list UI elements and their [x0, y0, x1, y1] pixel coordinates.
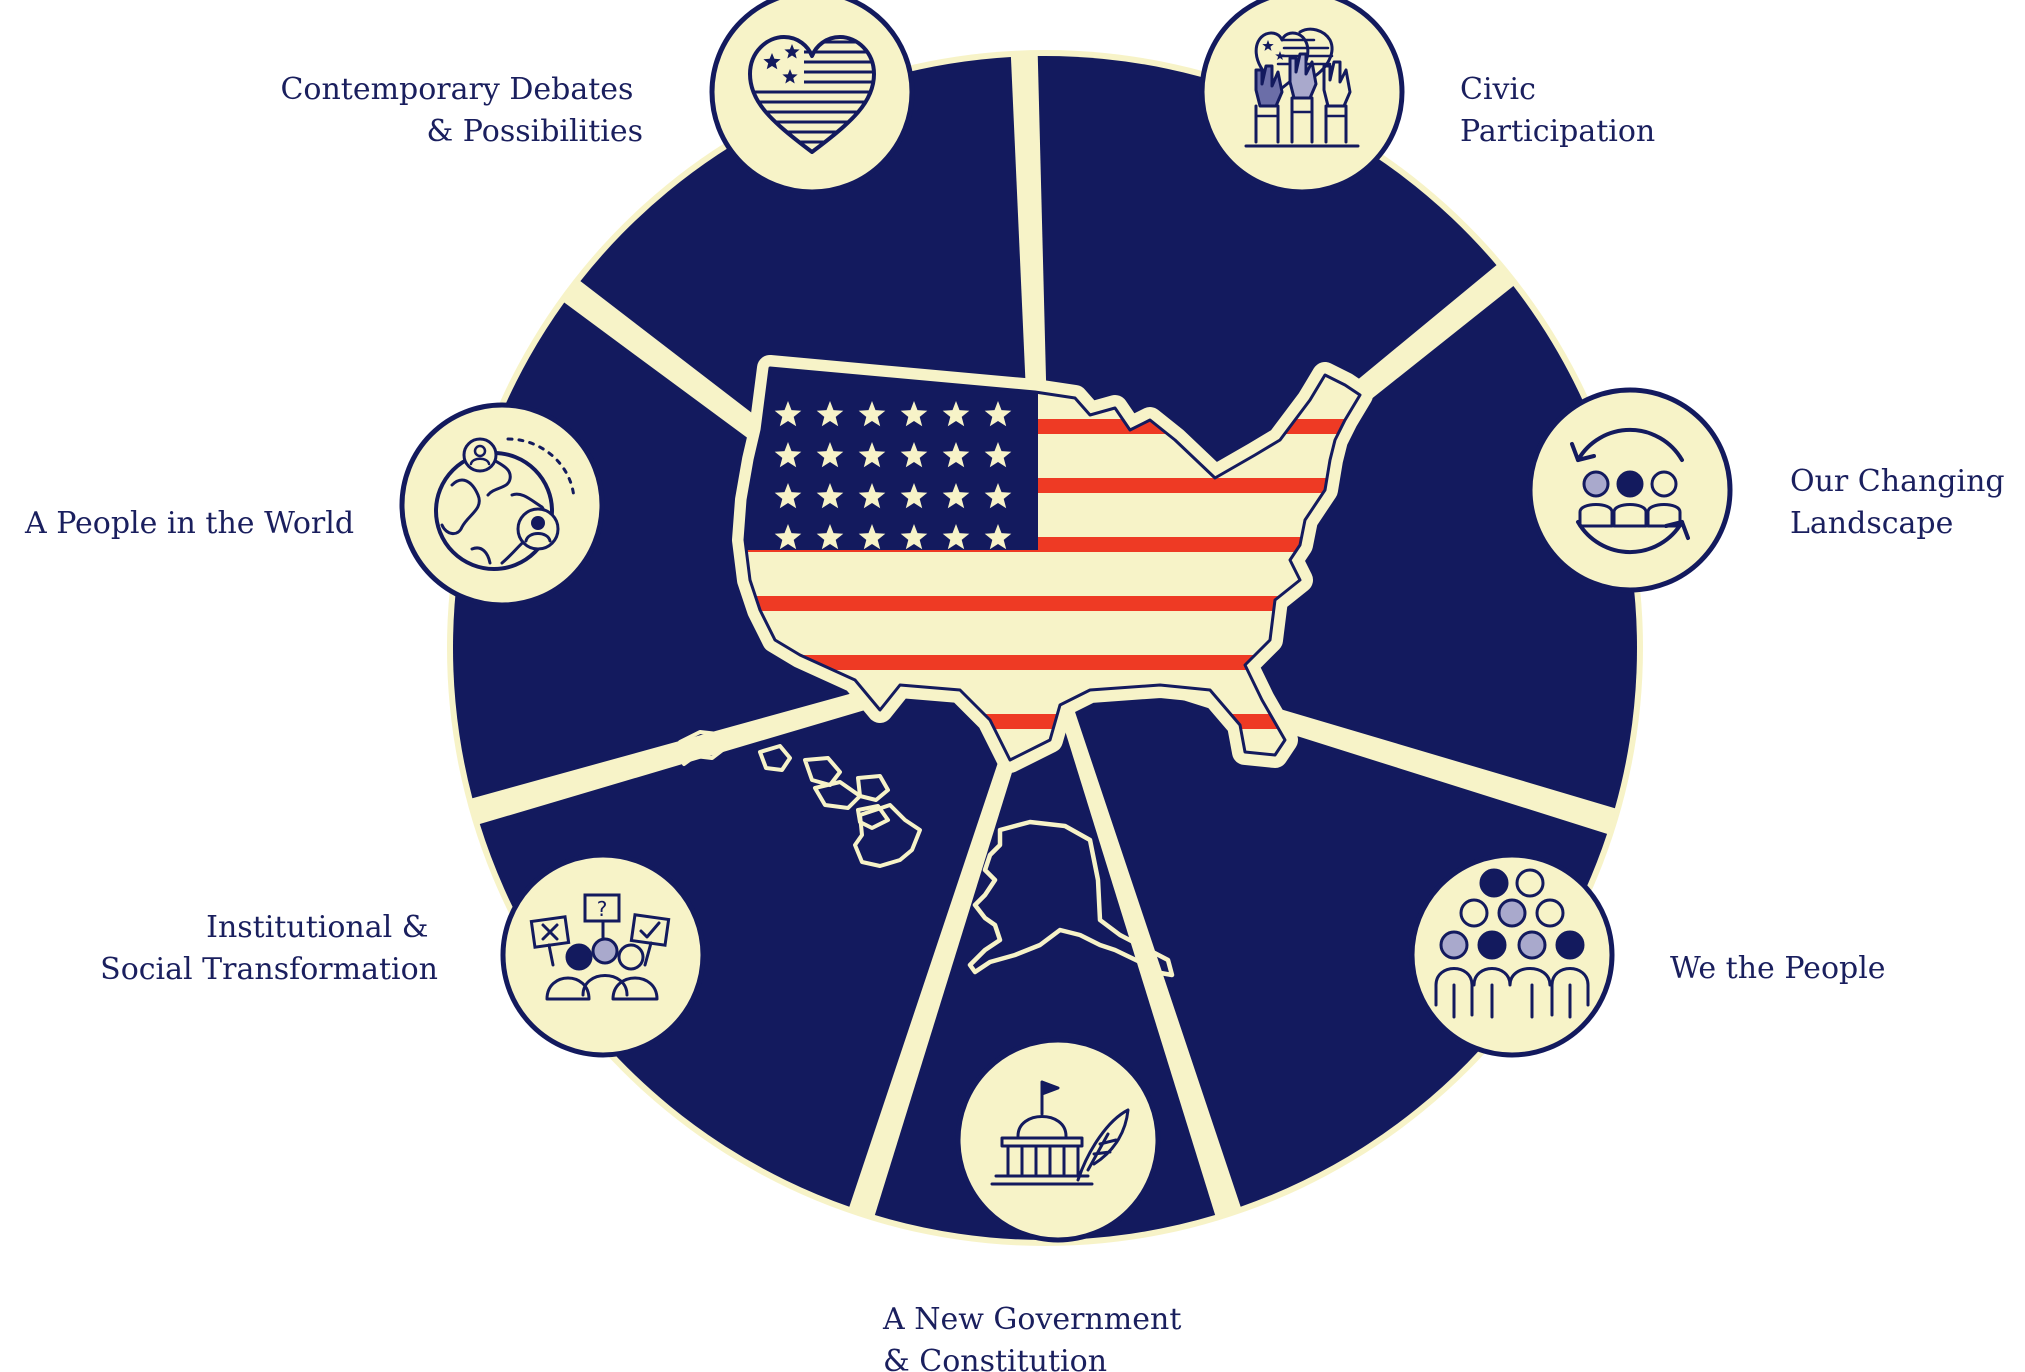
heart-flag-icon: [709, 0, 915, 195]
svg-text:?: ?: [597, 897, 608, 921]
flag-star: [942, 483, 970, 509]
flag-star: [774, 524, 802, 550]
capitol-quill-icon: [955, 1037, 1161, 1243]
flag-star: [858, 483, 886, 509]
label-new-government: A New Government & Constitution: [882, 1302, 1191, 1372]
raised-hands-icon: [1199, 0, 1405, 195]
crowd-icon: [1409, 852, 1615, 1058]
flag-star: [942, 401, 970, 427]
flag-stripe: [745, 596, 1360, 611]
flag-star: [900, 524, 928, 550]
flag-star: [858, 442, 886, 468]
label-people-in-world: A People in the World: [24, 506, 354, 541]
theme-icons: ?: [399, 0, 1733, 1243]
rotating-people-icon: [1527, 387, 1733, 593]
flag-star: [774, 401, 802, 427]
flag-star: [900, 483, 928, 509]
wedge-people: [1057, 660, 1608, 1207]
flag-star: [942, 524, 970, 550]
flag-star: [984, 524, 1012, 550]
globe-people-icon: [399, 402, 605, 608]
flag-star: [774, 483, 802, 509]
label-our-changing-landscape: Our Changing Landscape: [1790, 464, 2014, 541]
flag-star: [816, 401, 844, 427]
protest-signs-icon: ?: [500, 852, 706, 1058]
label-we-the-people: We the People: [1670, 951, 1886, 986]
wedge-institutional: [479, 660, 1033, 1207]
flag-star: [984, 401, 1012, 427]
flag-star: [816, 524, 844, 550]
label-contemporary-debates: Contemporary Debates & Possibilities: [280, 72, 643, 149]
label-institutional-transformation: Institutional & Social Transformation: [100, 910, 438, 987]
flag-star: [816, 442, 844, 468]
wheel-wedges: [453, 56, 1638, 1240]
flag-stripe: [745, 655, 1360, 670]
label-civic-participation: Civic Participation: [1460, 72, 1655, 149]
flag-star: [900, 442, 928, 468]
flag-star: [858, 524, 886, 550]
theme-labels: Contemporary Debates & Possibilities Civ…: [24, 72, 2014, 1372]
flag-star: [774, 442, 802, 468]
flag-star: [942, 442, 970, 468]
flag-star: [858, 401, 886, 427]
flag-star: [984, 483, 1012, 509]
hawaii-outline-icon: [676, 730, 922, 868]
alaska-outline-icon: [967, 819, 1175, 978]
flag-star: [900, 401, 928, 427]
flag-star: [816, 483, 844, 509]
flag-star: [984, 442, 1012, 468]
